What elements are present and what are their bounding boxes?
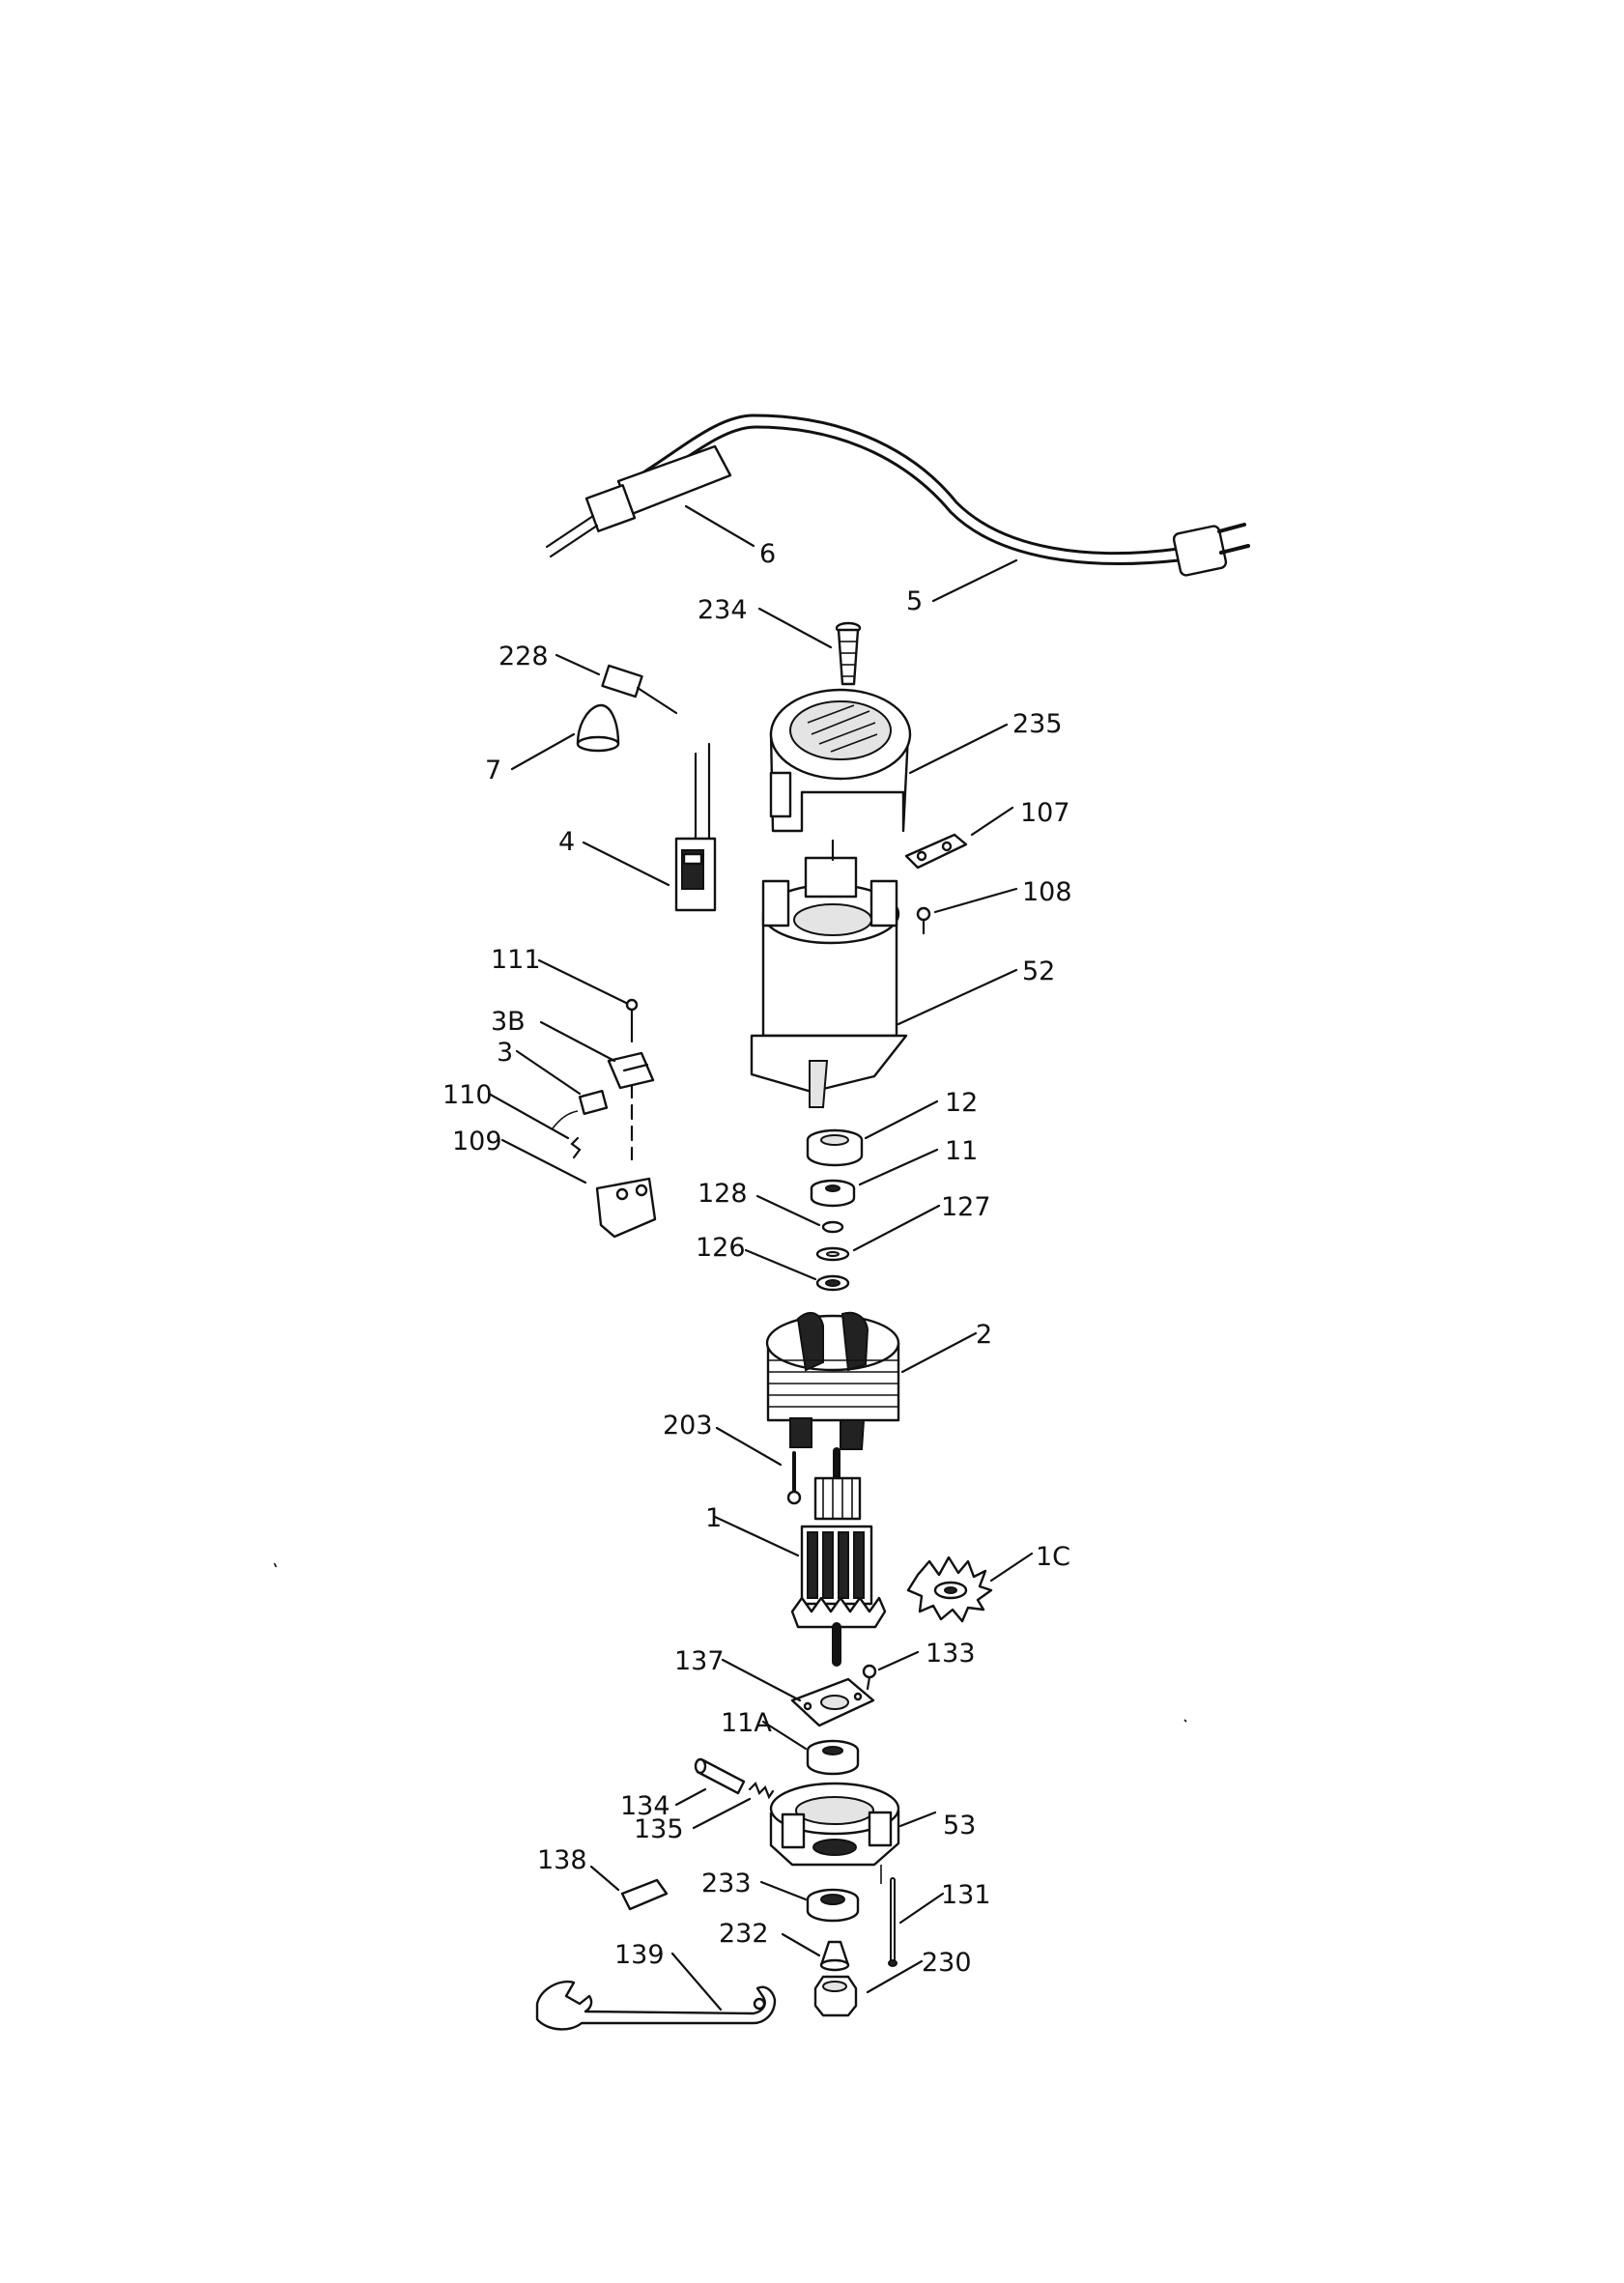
label-134: 134 — [620, 1791, 670, 1821]
label-138: 138 — [537, 1845, 587, 1875]
label-6: 6 — [759, 539, 776, 569]
collet-232 — [819, 1940, 850, 1972]
label-5: 5 — [906, 586, 923, 616]
label-109: 109 — [452, 1127, 502, 1156]
label-137: 137 — [674, 1646, 725, 1676]
label-126: 126 — [696, 1233, 746, 1263]
label-228: 228 — [499, 642, 549, 671]
label-230: 230 — [922, 1948, 972, 1978]
label-127: 127 — [941, 1192, 991, 1222]
bearing-11 — [810, 1179, 856, 1208]
label-1c: 1C — [1036, 1542, 1070, 1572]
washer-128 — [821, 1220, 844, 1234]
label-135: 135 — [634, 1814, 684, 1844]
label-235: 235 — [1012, 709, 1063, 739]
label-139: 139 — [614, 1940, 665, 1970]
motor-base-53 — [769, 1782, 900, 1884]
collet-nut-230 — [813, 1975, 858, 2017]
washer-126 — [815, 1274, 850, 1292]
wire-nut-7 — [576, 703, 620, 753]
screw-108 — [916, 906, 931, 935]
label-53: 53 — [943, 1811, 976, 1841]
scan-specks — [273, 1562, 1187, 1723]
label-12: 12 — [945, 1088, 978, 1118]
cord-plug — [1172, 523, 1250, 577]
washer-127 — [815, 1246, 850, 1262]
label-1: 1 — [705, 1503, 722, 1533]
power-cord — [624, 414, 1181, 565]
brush-cap-109 — [595, 1177, 657, 1239]
label-52: 52 — [1022, 956, 1055, 986]
label-3b: 3B — [491, 1007, 526, 1037]
switch-4 — [674, 742, 717, 912]
lock-pin-134 — [694, 1757, 746, 1795]
label-4: 4 — [558, 827, 575, 857]
screw-133 — [862, 1664, 877, 1691]
label-232: 232 — [719, 1919, 769, 1949]
label-234: 234 — [698, 595, 748, 625]
label-128: 128 — [698, 1179, 748, 1209]
spring-135 — [748, 1782, 775, 1800]
plate-107 — [904, 833, 968, 870]
label-plate-138 — [620, 1878, 669, 1911]
screw-234 — [835, 621, 862, 686]
part-labels: 6 5 234 228 235 7 107 4 108 52 111 3B 3 … — [442, 539, 1072, 1978]
leader-lines — [487, 504, 1034, 2012]
pin-131 — [888, 1877, 897, 1967]
washer-233 — [806, 1888, 860, 1923]
screw-111 — [625, 998, 639, 1161]
end-cap-235 — [769, 688, 912, 833]
label-133: 133 — [926, 1639, 976, 1669]
label-111: 111 — [491, 945, 541, 975]
label-233: 233 — [701, 1869, 752, 1898]
label-3: 3 — [497, 1038, 513, 1068]
label-7: 7 — [485, 756, 501, 785]
label-131: 131 — [941, 1880, 991, 1910]
bearing-12 — [806, 1128, 864, 1167]
cord-strain-relief — [545, 444, 732, 558]
label-11a: 11A — [721, 1708, 772, 1738]
screw-203 — [786, 1451, 802, 1505]
wrench-139 — [535, 1980, 777, 2031]
label-107: 107 — [1020, 798, 1070, 828]
field-stator-2 — [765, 1311, 900, 1450]
motor-housing-52 — [750, 839, 908, 1108]
bearing-plate-137 — [790, 1677, 875, 1727]
brush-3 — [552, 1090, 609, 1129]
spring-110 — [570, 1136, 582, 1159]
fan-1c — [906, 1555, 993, 1623]
label-2: 2 — [976, 1320, 992, 1350]
label-108: 108 — [1022, 877, 1072, 907]
label-11: 11 — [945, 1136, 978, 1166]
label-203: 203 — [663, 1411, 713, 1441]
bearing-11a — [806, 1739, 860, 1776]
brush-holder-3b — [607, 1051, 655, 1090]
armature-1 — [790, 1447, 887, 1667]
label-110: 110 — [442, 1080, 493, 1110]
connector-228 — [601, 664, 678, 715]
